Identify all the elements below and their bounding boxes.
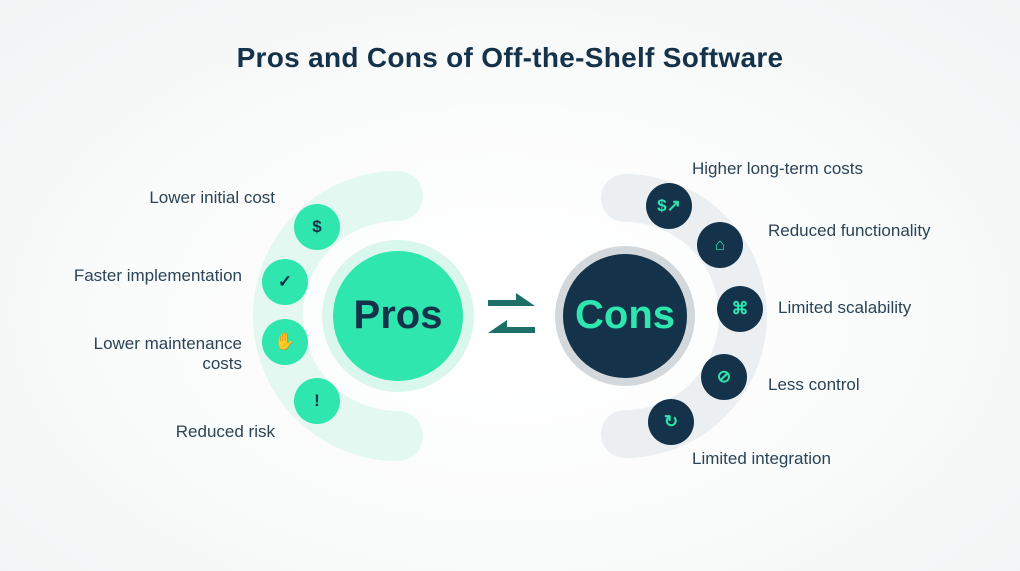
cons-item-less-control: Less control xyxy=(768,375,860,394)
cons-item-reduced-functionality: Reduced functionality xyxy=(768,221,931,240)
label-line: costs xyxy=(202,354,242,373)
dollar-up-icon: $↗ xyxy=(646,183,692,229)
cons-label: Cons xyxy=(575,293,675,337)
pros-label: Pros xyxy=(353,293,443,337)
page-title: Pros and Cons of Off-the-Shelf Software xyxy=(236,42,784,73)
cons-item-higher-long-term-costs: Higher long-term costs xyxy=(692,159,864,178)
browser-block-icon: ⊘ xyxy=(701,354,747,400)
dollar-refresh-icon: $ xyxy=(294,204,340,250)
browser-check-icon: ✓ xyxy=(262,259,308,305)
cons-item-limited-integration: Limited integration xyxy=(692,449,831,468)
hand-coins-icon: ✋ xyxy=(262,319,308,365)
cons-circle xyxy=(563,254,687,378)
alert-refresh-icon: ! xyxy=(294,378,340,424)
pros-item-faster-implementation: Faster implementation xyxy=(73,266,242,285)
pros-item-reduced-risk: Reduced risk xyxy=(175,422,275,441)
cons-item-limited-scalability: Limited scalability xyxy=(778,298,912,317)
network-icon: ⌘ xyxy=(717,286,763,332)
pros-circle xyxy=(333,251,463,381)
pros-item-lower-maintenance-costs: Lower maintenance costs xyxy=(94,334,242,374)
pros-item-lower-initial-cost: Lower initial cost xyxy=(149,188,275,207)
pros-arc xyxy=(253,171,423,461)
house-down-icon: ⌂ xyxy=(697,222,743,268)
browser-sync-icon: ↻ xyxy=(648,399,694,445)
swap-arrows-icon xyxy=(488,293,535,333)
label-line: Lower maintenance xyxy=(93,334,242,353)
